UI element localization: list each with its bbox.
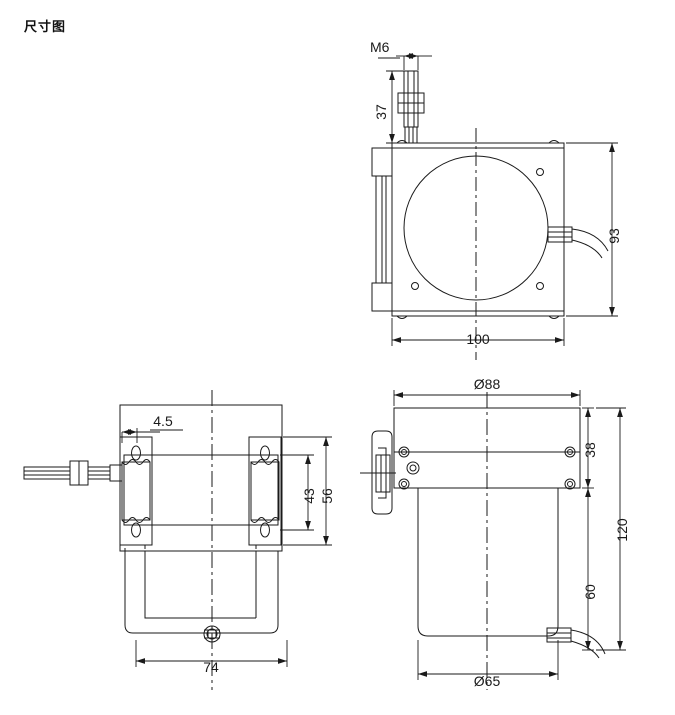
dim-label-56: 56 xyxy=(319,488,335,504)
dim-label-120: 120 xyxy=(614,518,630,542)
bottom-left-dimension-lines xyxy=(121,428,332,667)
bottom-left-view-geometry xyxy=(23,390,283,690)
dim-label-37: 37 xyxy=(373,104,389,120)
page-title: 尺寸图 xyxy=(24,19,67,34)
bottom-right-view-geometry xyxy=(360,392,606,690)
dim-label-74: 74 xyxy=(203,659,219,675)
dim-label-60: 60 xyxy=(582,584,598,600)
dim-label-4-5: 4.5 xyxy=(153,413,173,429)
dim-label-d88: Ø88 xyxy=(474,376,501,392)
dim-label-43: 43 xyxy=(301,488,317,504)
dim-label-m6: M6 xyxy=(370,39,390,55)
top-view-geometry xyxy=(371,70,609,360)
dim-label-38: 38 xyxy=(582,442,598,458)
dim-label-93: 93 xyxy=(606,228,622,244)
bottom-right-dimension-lines xyxy=(393,390,626,680)
dim-label-100: 100 xyxy=(466,331,490,347)
top-view-dimension-lines xyxy=(378,53,618,346)
dim-label-d65: Ø65 xyxy=(474,673,501,689)
